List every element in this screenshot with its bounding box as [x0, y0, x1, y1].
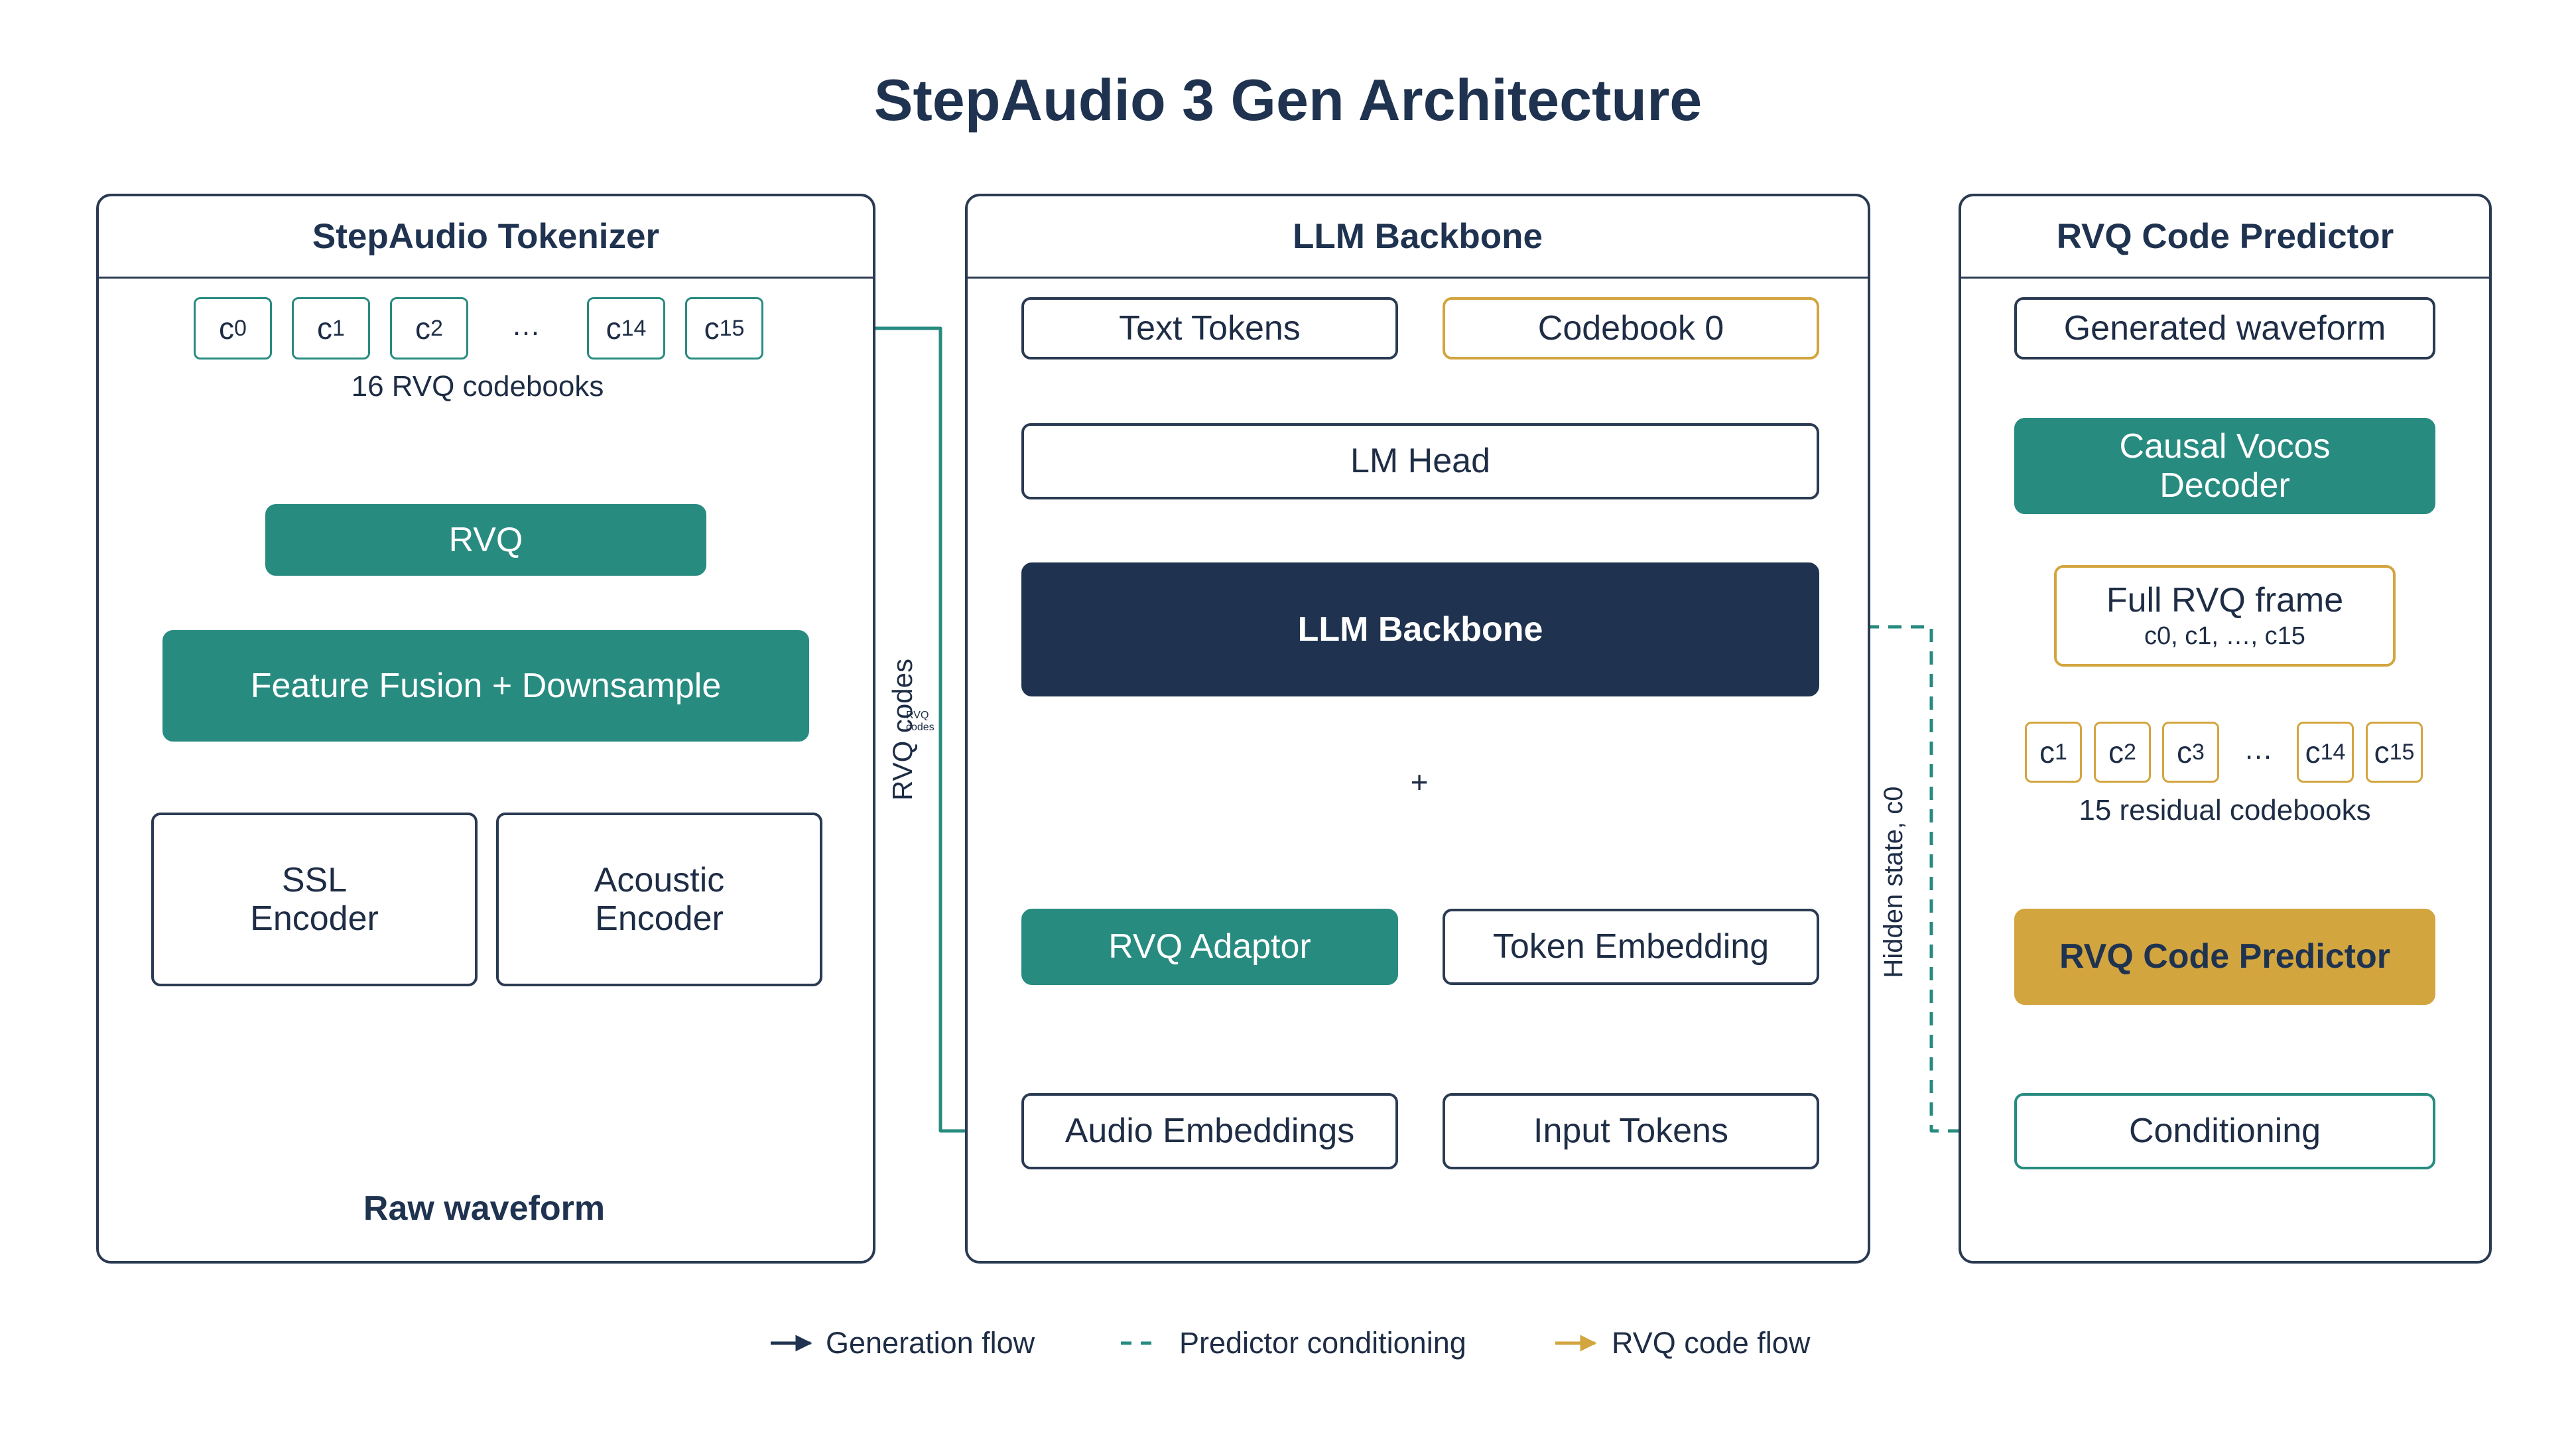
code-letter: c [2374, 735, 2390, 769]
code-sub: 1 [2055, 739, 2067, 765]
code-sub: 1 [332, 315, 345, 341]
vocos-decoder-box: Causal Vocos Decoder [2014, 418, 2435, 514]
hidden-state-label: Hidden state, c0 [1879, 750, 1909, 1015]
conditioning-box: Conditioning [2014, 1093, 2435, 1169]
predictor-header: RVQ Code Predictor [1961, 196, 2489, 279]
audio-embeddings-box: Audio Embeddings [1021, 1093, 1398, 1169]
plus-sign: + [1410, 765, 1429, 799]
ssl-encoder-box: SSL Encoder [151, 813, 478, 986]
backbone-panel: LLM Backbone [965, 194, 1870, 1264]
code-sub: 2 [430, 315, 443, 341]
code-letter: c [606, 311, 621, 346]
code-letter: c [2039, 735, 2055, 769]
full-rvq-frame-box: Full RVQ frame c0, c1, …, c15 [2054, 565, 2396, 667]
acoustic-encoder-box: Acoustic Encoder [496, 813, 822, 986]
code-letter: c [704, 311, 720, 346]
llm-backbone-box: LLM Backbone [1021, 562, 1819, 696]
text-tokens-box: Text Tokens [1021, 297, 1398, 360]
token-embedding-box: Token Embedding [1443, 909, 1819, 985]
code-letter: c [415, 311, 431, 346]
code-letter: c [2108, 735, 2124, 769]
codebooks-caption: 16 RVQ codebooks [351, 370, 604, 403]
code-letter: c [2177, 735, 2193, 769]
legend-rvq-code-flow: RVQ code flow [1612, 1323, 1810, 1363]
raw-waveform-label: Raw waveform [363, 1189, 606, 1228]
rvq-codes-label-span: RVQ codes [887, 659, 918, 801]
tokenizer-header: StepAudio Tokenizer [99, 196, 873, 279]
page-title: StepAudio 3 Gen Architecture [873, 67, 1703, 133]
rvq-codes-label-text: RVQ codes [887, 597, 919, 862]
full-rvq-frame-title: Full RVQ frame [2106, 581, 2344, 620]
rvq-adaptor-box: RVQ Adaptor [1021, 909, 1398, 985]
codebook0-box: Codebook 0 [1443, 297, 1819, 360]
feature-fusion-box: Feature Fusion + Downsample [162, 630, 809, 742]
code-sub: 14 [621, 315, 647, 341]
lm-head-box: LM Head [1021, 423, 1819, 499]
code-sub: 3 [2192, 739, 2205, 765]
code-letter: c [317, 311, 333, 346]
code-letter: c [2305, 735, 2321, 769]
legend-rvq-flow-label: RVQ code flow [1612, 1326, 1811, 1360]
legend-generation-flow: Generation flow [826, 1323, 1035, 1363]
backbone-header: LLM Backbone [968, 196, 1868, 279]
input-tokens-box: Input Tokens [1443, 1093, 1819, 1169]
code-sub: 15 [2389, 739, 2415, 765]
code-sub: 2 [2124, 739, 2136, 765]
code-sub: 14 [2320, 739, 2346, 765]
generated-waveform-box: Generated waveform [2014, 297, 2435, 360]
legend-generation-label: Generation flow [826, 1326, 1035, 1360]
rvq-box: RVQ [265, 504, 706, 576]
token-ellipsis: … [511, 309, 541, 342]
code-letter: c [219, 311, 235, 346]
legend-conditioning-label: Predictor conditioning [1179, 1326, 1466, 1360]
code-sub: 0 [234, 315, 247, 341]
residual-caption: 15 residual codebooks [2079, 794, 2371, 826]
legend-predictor-conditioning: Predictor conditioning [1179, 1323, 1466, 1363]
residual-ellipsis: … [2244, 733, 2273, 765]
hidden-state-label-span: Hidden state, c0 [1879, 786, 1908, 978]
code-predictor-box: RVQ Code Predictor [2014, 909, 2435, 1005]
code-sub: 15 [719, 315, 745, 341]
full-rvq-frame-sub: c0, c1, …, c15 [2144, 622, 2305, 651]
